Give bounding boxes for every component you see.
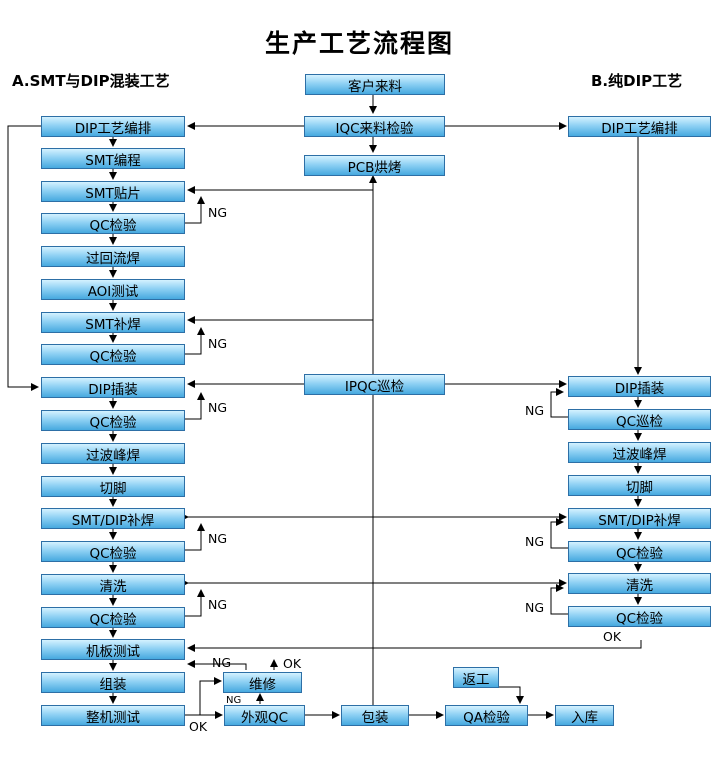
box-iqc-inspection: IQC来料检验 — [304, 116, 445, 137]
heading-dip-process: B.纯DIP工艺 — [591, 72, 683, 90]
a-box-assembly: 组装 — [41, 672, 185, 693]
ng-label: NG — [525, 600, 545, 615]
ng-label: NG — [212, 655, 232, 670]
a-box-board-test: 机板测试 — [41, 639, 185, 660]
box-customer-material: 客户来料 — [305, 74, 445, 95]
b-box-qc-1: QC检验 — [568, 541, 711, 562]
a-box-dip-plan: DIP工艺编排 — [41, 116, 185, 137]
a-box-smt-place: SMT贴片 — [41, 181, 185, 202]
b-box-cut-leads: 切脚 — [568, 475, 711, 496]
ok-label: OK — [603, 629, 622, 644]
a-box-clean: 清洗 — [41, 574, 185, 595]
a-box-smt-dip-repair: SMT/DIP补焊 — [41, 508, 185, 529]
box-storage: 入库 — [555, 705, 614, 726]
ng-label: NG — [208, 531, 228, 546]
ng-label: NG — [208, 400, 228, 415]
a-box-smt-program: SMT编程 — [41, 148, 185, 169]
ng-label: NG — [208, 597, 228, 612]
a-box-qc-3: QC检验 — [41, 410, 185, 431]
heading-mixed-process: A.SMT与DIP混装工艺 — [12, 72, 170, 90]
loop-plan-to-dip — [7, 125, 41, 391]
ok-label: OK — [189, 719, 208, 734]
ng-label: NG — [208, 205, 228, 220]
b-box-clean: 清洗 — [568, 573, 711, 594]
a-box-aoi: AOI测试 — [41, 279, 185, 300]
a-box-qc-4: QC检验 — [41, 541, 185, 562]
b-box-dip-plan: DIP工艺编排 — [568, 116, 711, 137]
a-box-qc-2: QC检验 — [41, 344, 185, 365]
b-box-qc-2: QC检验 — [568, 606, 711, 627]
box-visual-qc: 外观QC — [224, 705, 305, 726]
box-qa-inspection: QA检验 — [445, 705, 528, 726]
a-box-full-test: 整机测试 — [41, 705, 185, 726]
box-rework: 返工 — [453, 667, 499, 688]
arrow-b-to-board-test — [187, 640, 642, 652]
ng-label: NG — [525, 534, 545, 549]
b-box-wave-solder: 过波峰焊 — [568, 442, 711, 463]
a-box-cut-leads: 切脚 — [41, 476, 185, 497]
a-box-qc-5: QC检验 — [41, 607, 185, 628]
b-box-qc-patrol: QC巡检 — [568, 409, 711, 430]
a-box-reflow: 过回流焊 — [41, 246, 185, 267]
ng-label: NG — [226, 695, 242, 706]
ng-label: NG — [525, 403, 545, 418]
ok-label: OK — [283, 656, 302, 671]
a-box-dip-insert: DIP插装 — [41, 377, 185, 398]
a-box-qc-1: QC检验 — [41, 213, 185, 234]
b-box-smt-dip-repair: SMT/DIP补焊 — [568, 508, 711, 529]
box-pcb-bake: PCB烘烤 — [304, 155, 445, 176]
a-box-smt-repair: SMT补焊 — [41, 312, 185, 333]
a-box-wave-solder: 过波峰焊 — [41, 443, 185, 464]
box-pack: 包装 — [341, 705, 409, 726]
page-title: 生产工艺流程图 — [264, 29, 454, 58]
box-ipqc-patrol: IPQC巡检 — [304, 374, 445, 395]
ng-label: NG — [208, 336, 228, 351]
b-box-dip-insert: DIP插装 — [568, 376, 711, 397]
box-repair: 维修 — [223, 672, 302, 693]
